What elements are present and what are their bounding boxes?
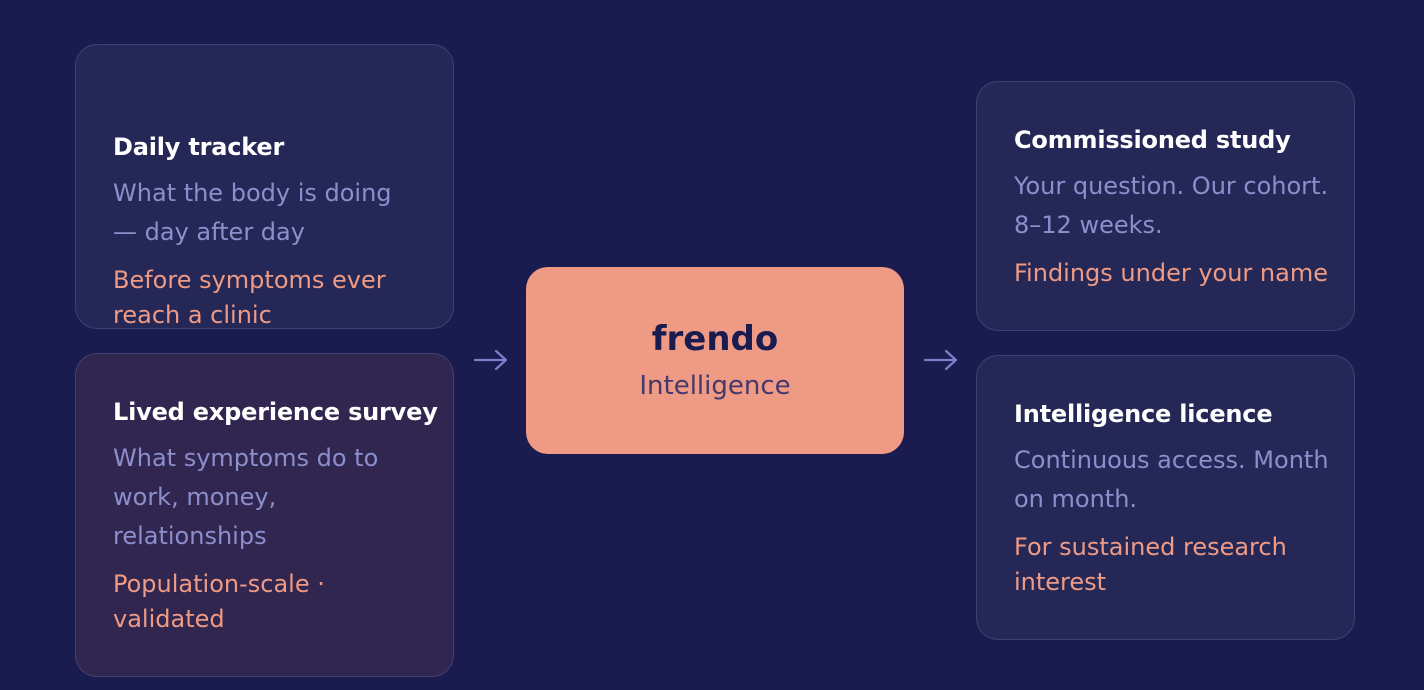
arrow-right-icon bbox=[473, 349, 508, 371]
input-card-daily-tracker: Daily tracker What the body is doing — d… bbox=[75, 44, 454, 329]
hub-brand: frendo bbox=[651, 319, 779, 359]
card-description: Your question. Our cohort. 8–12 weeks. bbox=[1014, 172, 1329, 239]
card-description: What the body is doing — day after day bbox=[113, 179, 392, 246]
card-description: Continuous access. Month on month. bbox=[1014, 446, 1329, 513]
card-note: Before symptoms ever reach a clinic bbox=[113, 266, 386, 329]
output-card-intelligence-licence: Intelligence licence Continuous access. … bbox=[976, 355, 1355, 640]
card-title: Lived experience survey bbox=[113, 398, 438, 426]
arrow-right-icon bbox=[923, 349, 958, 371]
card-title: Daily tracker bbox=[113, 133, 285, 161]
input-card-lived-experience-survey: Lived experience survey What symptoms do… bbox=[75, 353, 454, 677]
card-note: Population-scale · validated bbox=[113, 570, 325, 633]
card-note: Findings under your name bbox=[1014, 259, 1328, 287]
card-description: What symptoms do to work, money, relatio… bbox=[113, 444, 379, 550]
card-title: Intelligence licence bbox=[1014, 400, 1273, 428]
hub-subtitle: Intelligence bbox=[639, 371, 791, 401]
card-note: For sustained research interest bbox=[1014, 533, 1287, 596]
output-card-commissioned-study: Commissioned study Your question. Our co… bbox=[976, 81, 1355, 331]
card-title: Commissioned study bbox=[1014, 126, 1291, 154]
frendo-intelligence-hub: frendo Intelligence bbox=[526, 267, 904, 454]
